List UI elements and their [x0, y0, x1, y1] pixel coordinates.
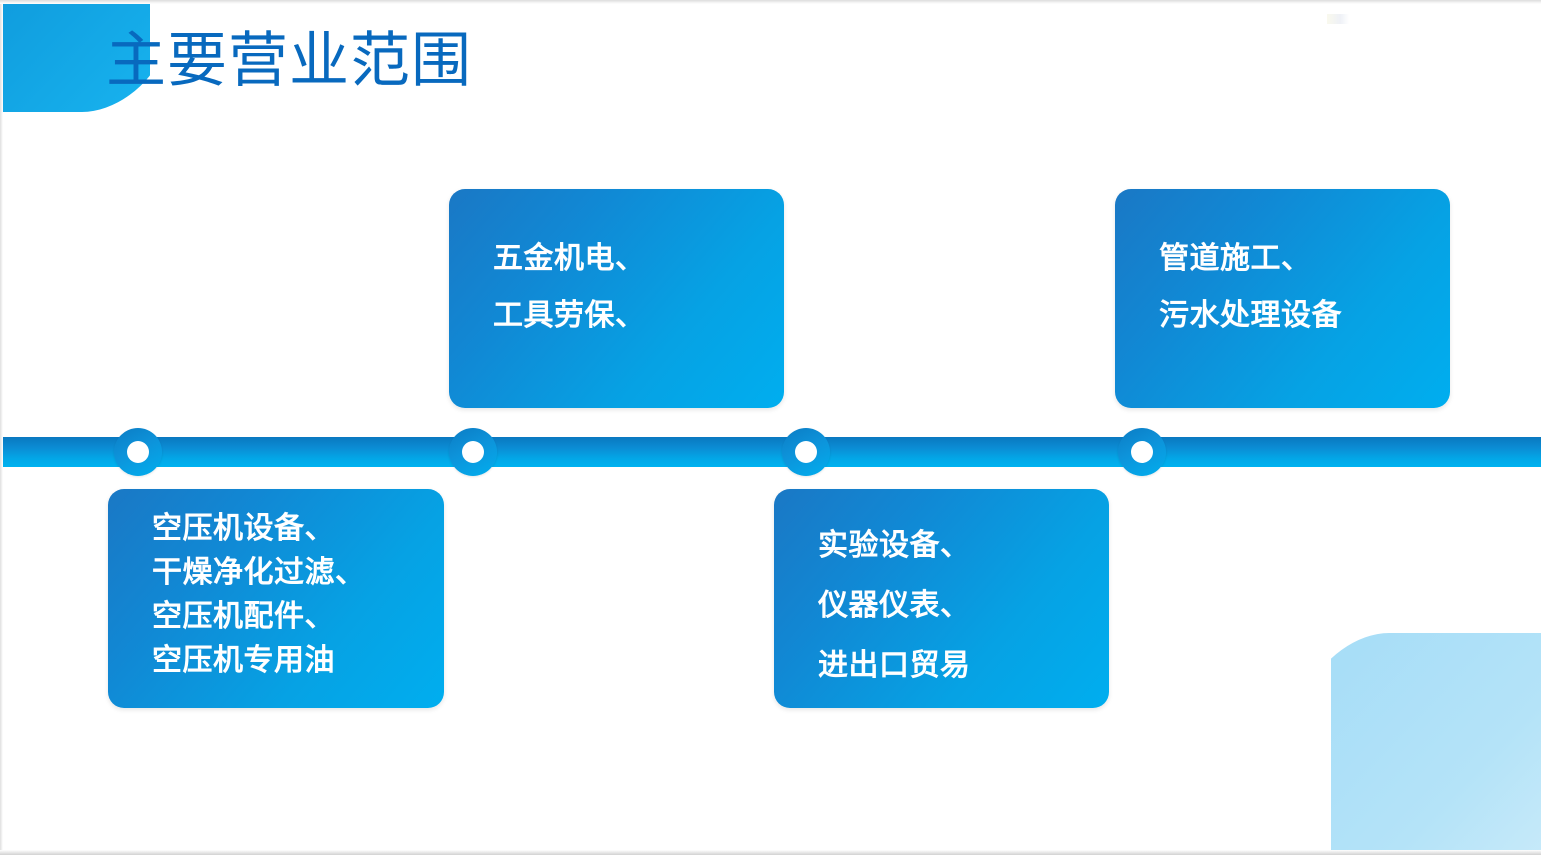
- scope-card-1-lines: 空压机设备、 干燥净化过滤、 空压机配件、 空压机专用油: [152, 507, 430, 683]
- page-title: 主要营业范围: [106, 27, 472, 94]
- corner-decoration-bottom-right: [1331, 633, 1541, 855]
- scope-card-1[interactable]: 空压机设备、 干燥净化过滤、 空压机配件、 空压机专用油: [108, 489, 444, 708]
- scope-card-3-line-2: 仪器仪表、: [818, 589, 971, 622]
- timeline-node-4[interactable]: [1118, 428, 1166, 476]
- stray-artifact-mark: [1327, 14, 1349, 24]
- slide-top-edge: [0, 0, 1541, 4]
- scope-card-2-lines: 五金机电、 工具劳保、: [493, 230, 770, 344]
- scope-card-2-line-2: 工具劳保、: [493, 299, 646, 332]
- scope-card-1-line-1: 空压机设备、: [152, 512, 335, 545]
- scope-card-2[interactable]: 五金机电、 工具劳保、: [449, 189, 784, 408]
- scope-card-1-line-3: 空压机配件、: [152, 600, 335, 633]
- scope-card-3[interactable]: 实验设备、 仪器仪表、 进出口贸易: [774, 489, 1109, 708]
- scope-card-4-lines: 管道施工、 污水处理设备: [1159, 230, 1436, 344]
- scope-card-2-line-1: 五金机电、: [493, 242, 646, 275]
- corner-shape-bottom-right: [1331, 633, 1541, 855]
- timeline-bar: [0, 437, 1541, 467]
- scope-card-1-line-2: 干燥净化过滤、: [152, 556, 366, 589]
- slide-bottom-edge: [0, 850, 1541, 855]
- timeline-node-2[interactable]: [449, 428, 497, 476]
- scope-card-4[interactable]: 管道施工、 污水处理设备: [1115, 189, 1450, 408]
- scope-card-3-line-1: 实验设备、: [818, 529, 971, 562]
- scope-card-3-line-3: 进出口贸易: [818, 649, 971, 682]
- scope-card-3-lines: 实验设备、 仪器仪表、 进出口贸易: [818, 516, 1095, 696]
- timeline-node-3[interactable]: [782, 428, 830, 476]
- slide-left-edge: [0, 0, 3, 855]
- scope-card-4-line-1: 管道施工、: [1159, 242, 1312, 275]
- scope-card-4-line-2: 污水处理设备: [1159, 299, 1342, 332]
- timeline-node-1[interactable]: [114, 428, 162, 476]
- scope-card-1-line-4: 空压机专用油: [152, 644, 335, 677]
